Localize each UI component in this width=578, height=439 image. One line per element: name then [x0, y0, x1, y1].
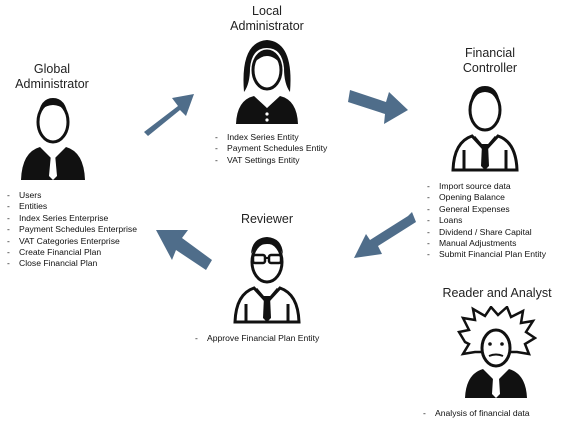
list-item: Entities [6, 201, 137, 213]
title-line: Administrator [230, 19, 304, 33]
list-item: Submit Financial Plan Entity [426, 249, 546, 261]
list-item: Approve Financial Plan Entity [194, 333, 319, 345]
title-line: Administrator [15, 77, 89, 91]
list-item: Close Financial Plan [6, 258, 137, 270]
list-item: General Expenses [426, 204, 546, 216]
list-item: Manual Adjustments [426, 238, 546, 250]
list-item: Opening Balance [426, 192, 546, 204]
arrow-local-to-controller-icon [348, 90, 408, 124]
local-administrator-title: Local Administrator [212, 4, 322, 34]
scientist-icon [457, 306, 537, 398]
list-item: VAT Settings Entity [214, 155, 327, 167]
list-item: Index Series Entity [214, 132, 327, 144]
global-administrator-duties: Users Entities Index Series Enterprise P… [6, 190, 137, 270]
reviewer-title: Reviewer [222, 212, 312, 227]
title-line: Reader and Analyst [442, 286, 552, 300]
financial-controller-duties: Import source data Opening Balance Gener… [426, 181, 546, 261]
title-line: Local [252, 4, 282, 18]
reviewer-with-glasses-icon [233, 237, 301, 324]
list-item: Payment Schedules Enterprise [6, 224, 137, 236]
businessman-icon [451, 86, 519, 172]
financial-controller-title: Financial Controller [440, 46, 540, 76]
list-item: Analysis of financial data [422, 408, 530, 420]
arrow-reviewer-to-global-icon [156, 230, 212, 270]
local-administrator-duties: Index Series Entity Payment Schedules En… [214, 132, 327, 167]
list-item: Payment Schedules Entity [214, 143, 327, 155]
businesswoman-icon [236, 40, 298, 124]
title-line: Financial [464, 46, 516, 60]
list-item: Loans [426, 215, 546, 227]
businessman-icon [21, 98, 85, 180]
reviewer-duties: Approve Financial Plan Entity [194, 333, 319, 345]
title-line: Reviewer [240, 212, 294, 226]
title-line: Global [33, 62, 71, 76]
arrow-controller-to-reviewer-icon [354, 212, 416, 258]
reader-and-analyst-duties: Analysis of financial data [422, 408, 530, 420]
list-item: Dividend / Share Capital [426, 227, 546, 239]
list-item: VAT Categories Enterprise [6, 236, 137, 248]
list-item: Import source data [426, 181, 546, 193]
reader-and-analyst-title: Reader and Analyst [436, 286, 558, 301]
list-item: Index Series Enterprise [6, 213, 137, 225]
title-line: Controller [462, 61, 518, 75]
global-administrator-title: Global Administrator [0, 62, 104, 92]
arrow-global-to-local-icon [144, 94, 194, 136]
list-item: Users [6, 190, 137, 202]
list-item: Create Financial Plan [6, 247, 137, 259]
